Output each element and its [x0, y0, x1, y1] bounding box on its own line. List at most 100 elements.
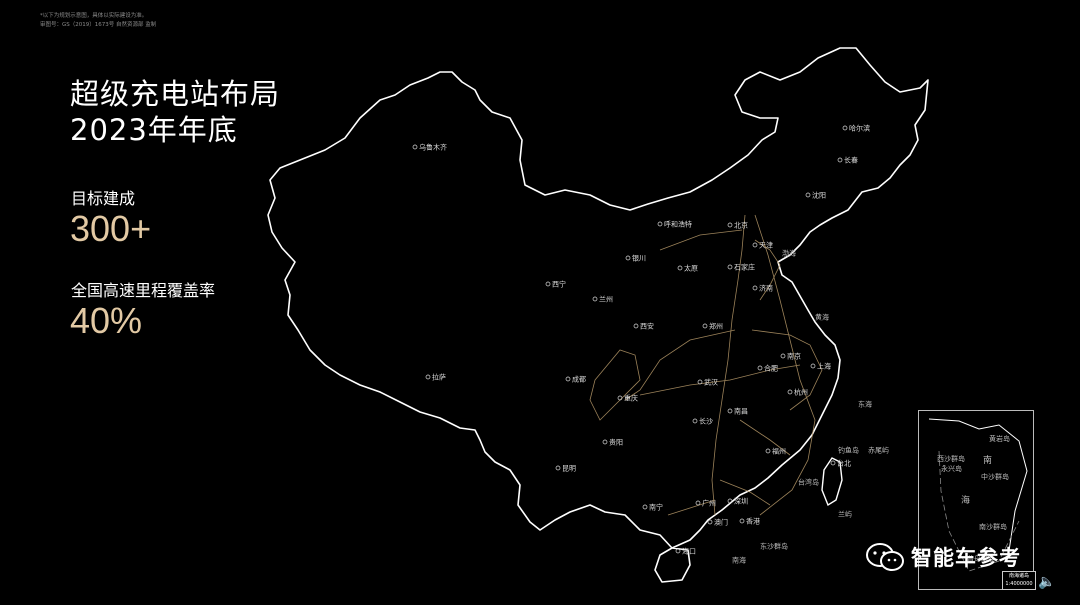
city-label: 济南 [759, 284, 773, 293]
inset-label: 海 [961, 494, 970, 506]
city-label: 广州 [702, 499, 716, 508]
city-label: 郑州 [709, 323, 723, 331]
city-marker [837, 157, 843, 163]
city-marker [805, 192, 811, 198]
city-label: 南京 [787, 352, 801, 361]
city-marker [617, 395, 623, 401]
city-label: 上海 [817, 362, 831, 371]
city-label: 拉萨 [432, 373, 446, 382]
city-marker [830, 460, 836, 466]
city-label: 沈阳 [812, 191, 826, 200]
inset-map: 黄岩岛 西沙群岛 永兴岛 南 海 中沙群岛 南沙群岛 曾母暗沙 [928, 418, 1028, 572]
disclaimer: *以下为规划示意图，具体以实际建设为准。 审图号：GS（2019）1673号 自… [40, 12, 156, 30]
city-label: 北京 [734, 221, 748, 230]
city-marker [545, 281, 551, 287]
stat-label-coverage: 全国高速里程覆盖率 [71, 281, 216, 300]
watermark-text: 智能车参考 [911, 546, 1021, 570]
city-marker [677, 265, 683, 271]
city-label: 香港 [746, 517, 760, 526]
city-markers: 乌鲁木齐哈尔滨长春沈阳呼和浩特北京天津渤海银川太原石家庄济南西宁兰州黄海西安郑州… [412, 124, 889, 565]
wechat-icon [866, 543, 904, 571]
stat-value-coverage: 40% [70, 300, 143, 341]
city-label: 西安 [640, 322, 654, 331]
city-label: 兰屿 [838, 510, 852, 519]
city-label: 东沙群岛 [760, 542, 788, 551]
city-label: 昆明 [562, 465, 576, 473]
charging-routes [589, 214, 823, 516]
title-line: 超级充电站布局 [70, 77, 281, 111]
inset-label: 黄岩岛 [989, 434, 1010, 443]
inset-label: 中沙群岛 [981, 472, 1009, 481]
city-marker [765, 448, 771, 454]
city-label: 合肥 [764, 364, 778, 373]
city-label: 乌鲁木齐 [419, 143, 447, 152]
city-label: 长春 [844, 156, 858, 165]
city-marker [727, 408, 733, 414]
watermark: 智能车参考 [865, 542, 1021, 572]
south-china-sea-inset: 黄岩岛 西沙群岛 永兴岛 南 海 中沙群岛 南沙群岛 曾母暗沙 [918, 410, 1034, 590]
city-label: 武汉 [704, 378, 718, 387]
city-marker [787, 389, 793, 395]
city-label: 银川 [632, 254, 646, 263]
city-marker [702, 323, 708, 329]
city-label: 长沙 [699, 417, 713, 426]
city-label: 澳门 [714, 518, 728, 527]
city-marker [697, 379, 703, 385]
city-marker [602, 439, 608, 445]
city-label: 海口 [682, 547, 696, 556]
inset-label: 曾母暗沙 [967, 554, 995, 563]
inset-legend-box: 南海诸岛 1:4000000 [1002, 571, 1036, 590]
stat-value-target: 300+ [70, 208, 152, 249]
city-marker [592, 296, 598, 302]
inset-box-scale: 1:4000000 [1005, 581, 1033, 587]
city-label: 贵阳 [609, 438, 623, 447]
inset-label: 南沙群岛 [979, 522, 1007, 531]
city-label: 东海 [858, 400, 872, 409]
city-label: 渤海 [782, 249, 796, 258]
city-marker [842, 125, 848, 131]
city-label: 南宁 [649, 503, 663, 512]
city-label: 台北 [837, 459, 851, 468]
city-marker [625, 255, 631, 261]
city-marker [412, 144, 418, 150]
city-marker [810, 363, 816, 369]
city-label: 钓鱼岛 [838, 446, 859, 455]
city-marker [752, 242, 758, 248]
city-label: 台湾岛 [798, 478, 819, 487]
inset-label: 永兴岛 [941, 464, 962, 473]
city-label: 南昌 [734, 407, 748, 416]
city-marker [780, 353, 786, 359]
disclaimer-line: *以下为规划示意图，具体以实际建设为准。 [40, 13, 148, 19]
city-label: 深圳 [734, 497, 748, 506]
city-marker [692, 418, 698, 424]
city-label: 哈尔滨 [849, 124, 870, 133]
city-marker [727, 498, 733, 504]
city-label: 重庆 [624, 394, 638, 403]
city-label: 成都 [572, 375, 586, 384]
city-marker [752, 285, 758, 291]
city-label: 呼和浩特 [664, 220, 692, 229]
city-label: 西宁 [552, 280, 566, 289]
city-label: 天津 [759, 242, 773, 250]
inset-coast [928, 418, 1028, 552]
city-label: 南海 [732, 556, 746, 565]
inset-box-title: 南海诸岛 [1008, 573, 1029, 579]
city-marker [695, 500, 701, 506]
city-marker [565, 376, 571, 382]
inset-boundary [938, 450, 1020, 572]
page-title: 超级充电站布局 2023年年底 [70, 76, 280, 148]
city-marker [555, 465, 561, 471]
city-marker [675, 548, 681, 554]
city-label: 黄海 [815, 313, 829, 322]
city-marker [657, 221, 663, 227]
city-label: 太原 [684, 264, 698, 273]
speaker-icon[interactable]: 🔈 [1038, 574, 1056, 590]
inset-label: 南 [983, 454, 992, 466]
title-line: 2023年年底 [70, 113, 238, 147]
city-marker [425, 374, 431, 380]
china-outline [267, 47, 929, 583]
city-marker [739, 518, 745, 524]
city-label: 石家庄 [734, 263, 755, 272]
taiwan-outline [821, 457, 843, 507]
